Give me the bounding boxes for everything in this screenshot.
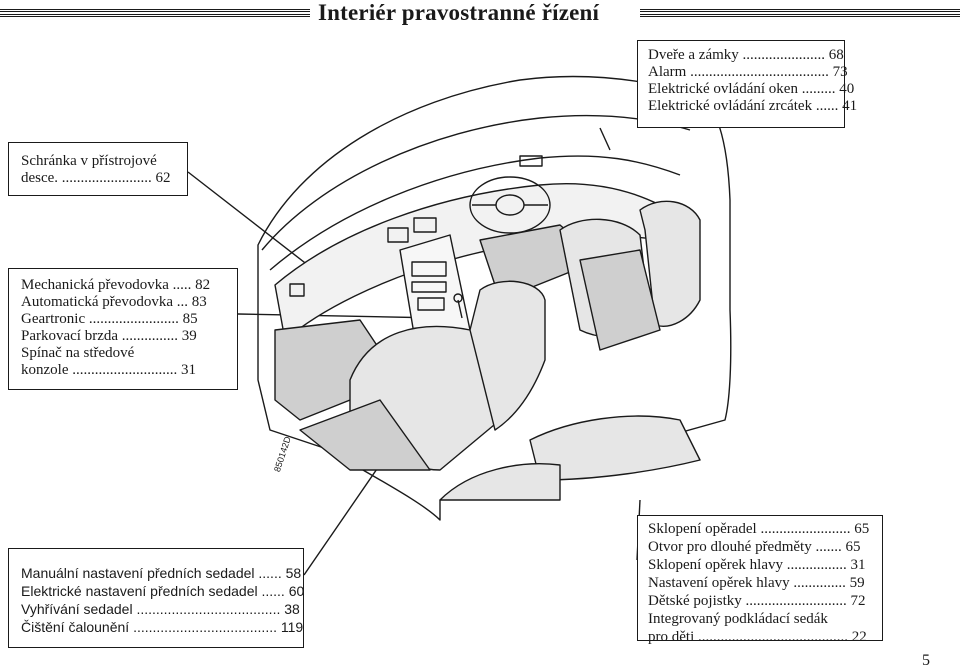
- list-item: Čištění čalounění ......................…: [21, 619, 304, 635]
- list-item: Sklopení opěrek hlavy ................ 3…: [648, 557, 866, 573]
- list-item: Automatická převodovka ... 83: [21, 294, 207, 310]
- leader-line-seats: [303, 449, 391, 576]
- page-header: Interiér pravostranné řízení: [0, 0, 960, 28]
- list-item: Alarm ..................................…: [648, 64, 848, 80]
- list-item: Spínač na středové: [21, 345, 135, 361]
- list-item: Mechanická převodovka ..... 82: [21, 277, 211, 293]
- box-rear-seats: Sklopení opěradel ......................…: [637, 515, 883, 645]
- list-item: Elektrické ovládání oken ......... 40: [648, 81, 855, 97]
- list-item: Dveře a zámky ...................... 68: [648, 47, 844, 63]
- list-item: Elektrické ovládání zrcátek ...... 41: [648, 98, 858, 114]
- list-item: Manuální nastavení předních sedadel ....…: [21, 565, 302, 581]
- list-item: Elektrické nastavení předních sedadel ..…: [21, 583, 305, 599]
- list-item: konzole ............................ 31: [21, 362, 196, 378]
- header-rule-right: [640, 9, 960, 17]
- list-item: Vyhřívání sedadel ......................…: [21, 601, 300, 617]
- list-item: Parkovací brzda ............... 39: [21, 328, 197, 344]
- list-item: Dětské pojistky ........................…: [648, 593, 866, 609]
- header-rule-left: [0, 9, 310, 17]
- box-front-seats: Manuální nastavení předních sedadel ....…: [8, 548, 304, 648]
- list-item: Integrovaný podkládací sedák: [648, 611, 828, 627]
- list-item: Nastavení opěrek hlavy .............. 59: [648, 575, 865, 591]
- box-glovebox: Schránka v přístrojové desce. ..........…: [8, 142, 188, 196]
- leader-line-gearbox: [237, 313, 441, 319]
- list-item: desce. ........................ 62: [21, 170, 171, 186]
- list-item: Otvor pro dlouhé předměty ....... 65: [648, 539, 861, 555]
- box-gearbox: Mechanická převodovka ..... 82 Automatic…: [8, 268, 238, 390]
- leader-line-doors: [599, 127, 611, 151]
- list-item: Sklopení opěradel ......................…: [648, 521, 870, 537]
- list-item: Geartronic ........................ 85: [21, 311, 198, 327]
- box-doors-locks: Dveře a zámky ...................... 68 …: [637, 40, 858, 128]
- list-item: pro děti ...............................…: [648, 629, 867, 645]
- list-item: Schránka v přístrojové: [21, 153, 157, 169]
- page-title: Interiér pravostranné řízení: [318, 0, 600, 25]
- page-number: 5: [922, 652, 930, 669]
